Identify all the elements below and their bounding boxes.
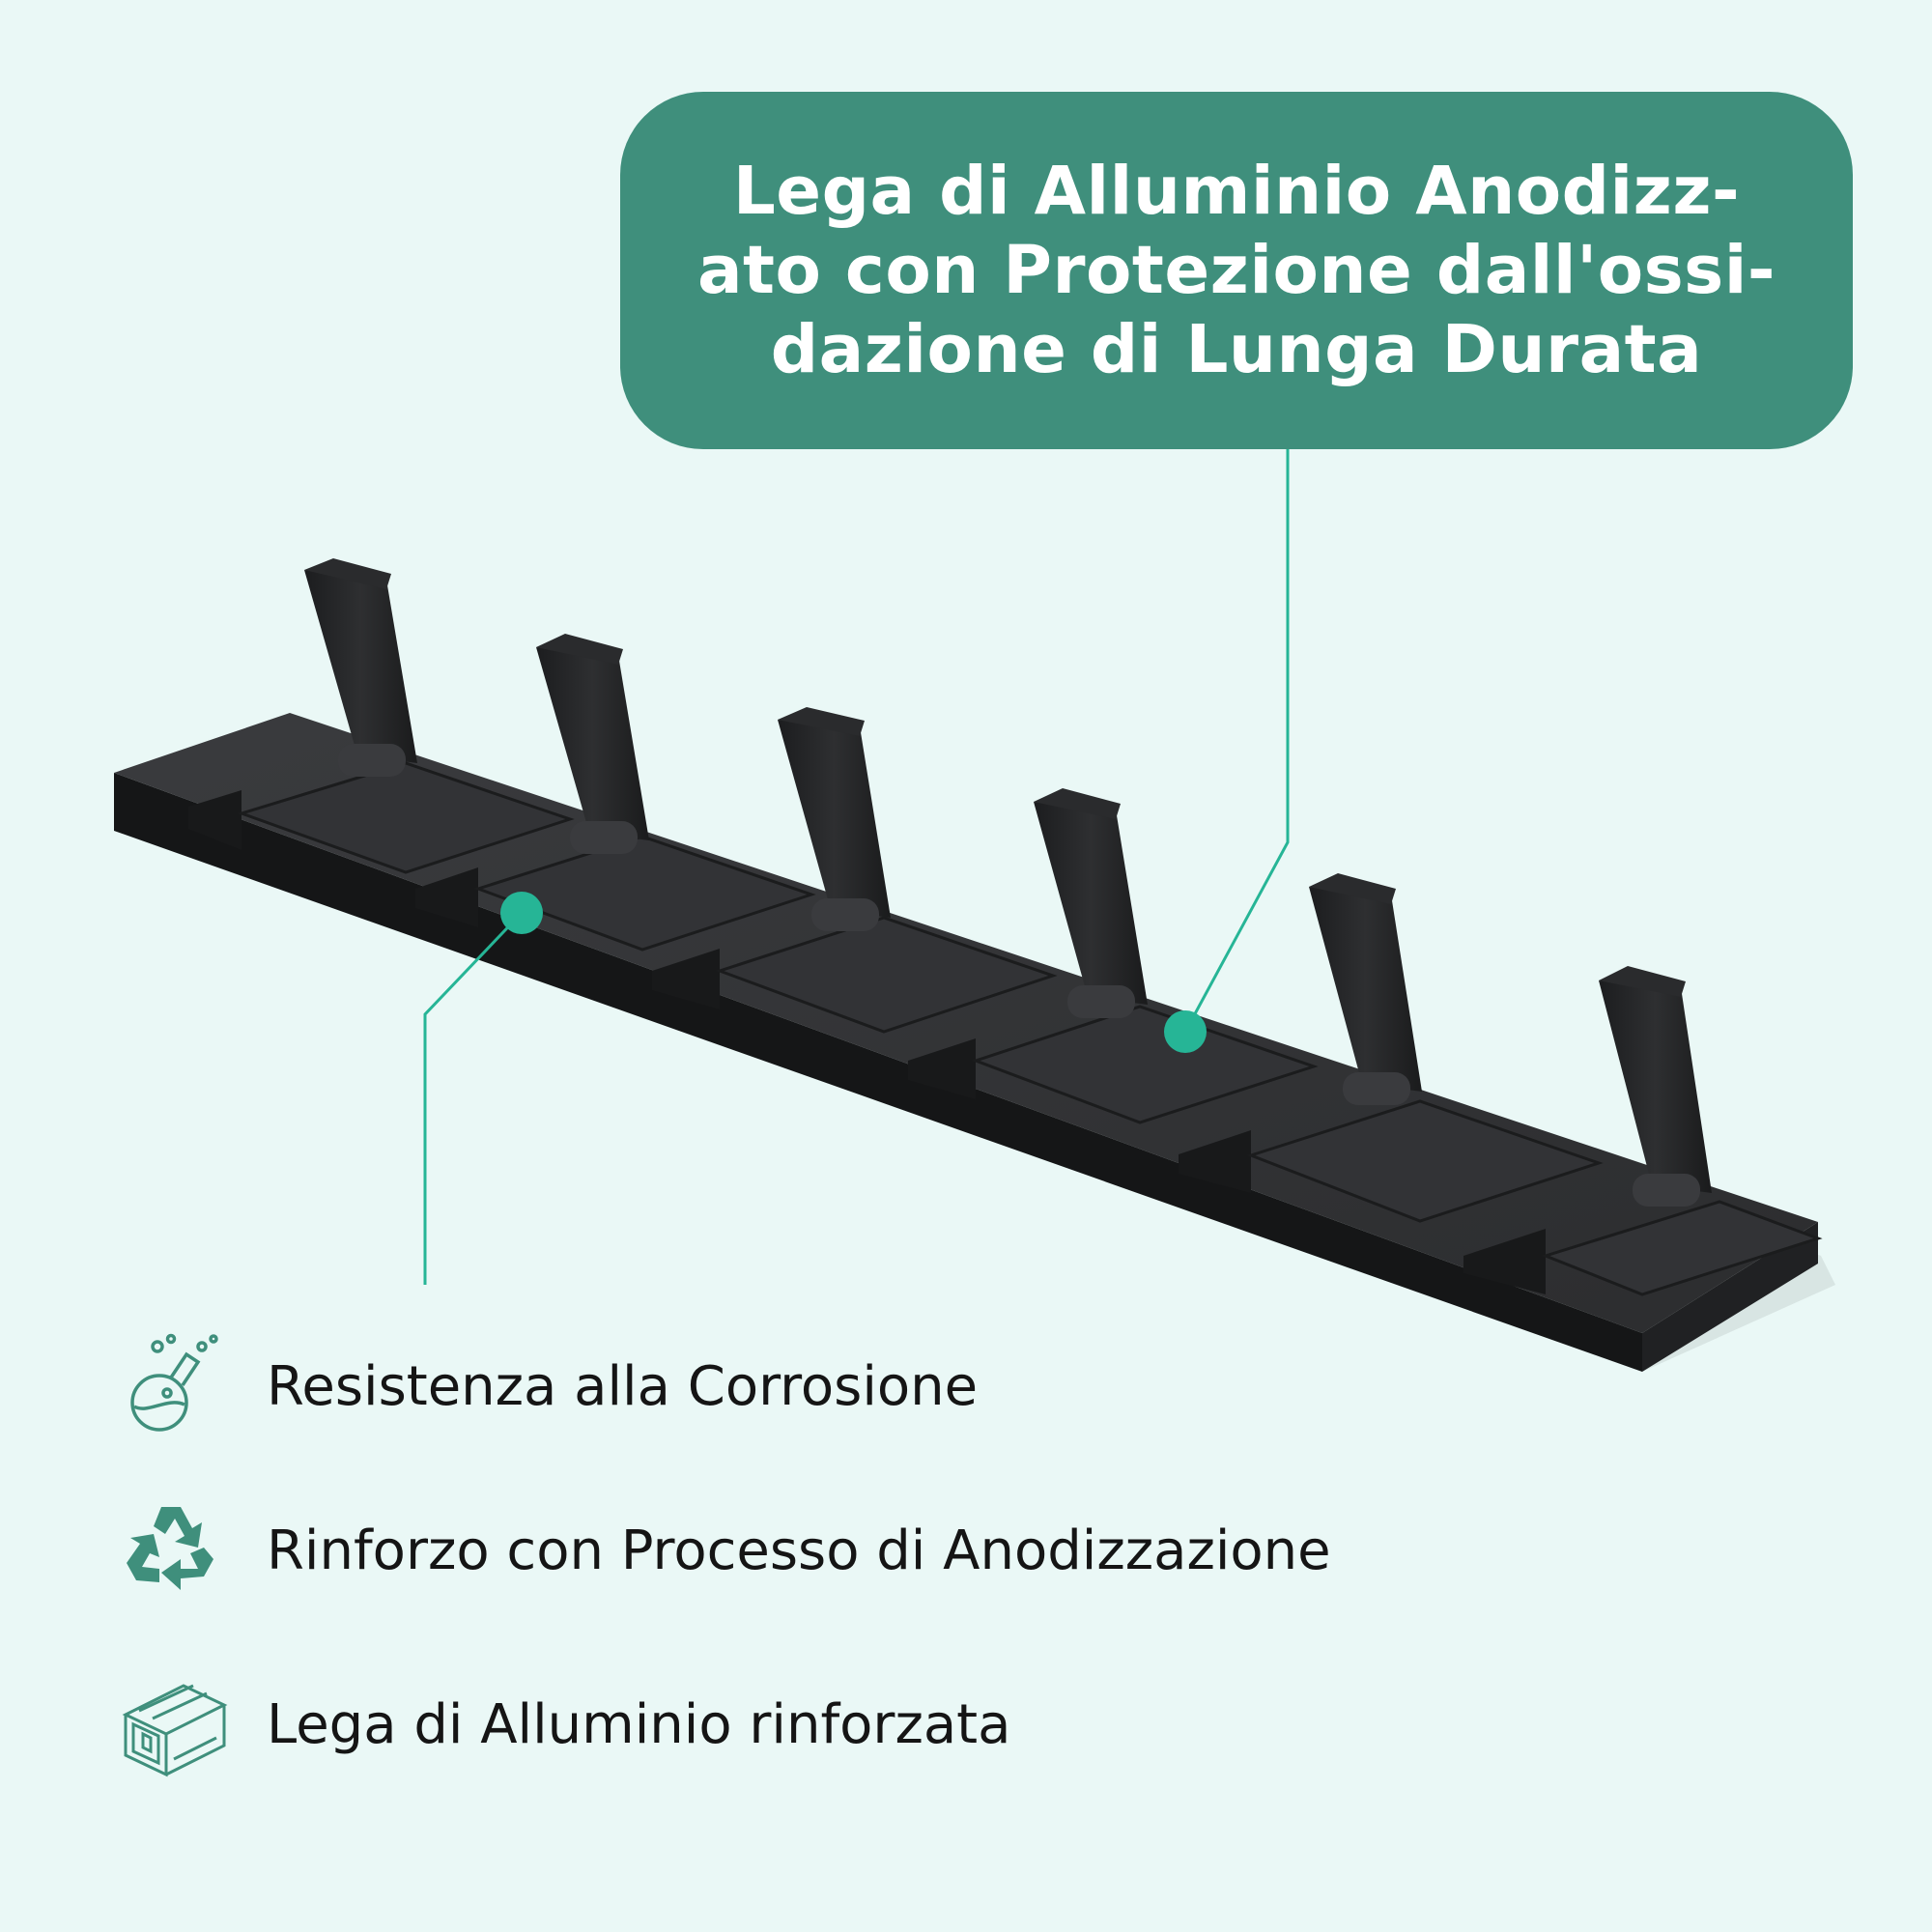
feature-marker-dot: [500, 892, 543, 934]
callout-line-1: Lega di Alluminio Anodizz-: [732, 153, 1741, 230]
callout-bubble: Lega di Alluminio Anodizz- ato con Prote…: [620, 92, 1853, 449]
callout-line-3: dazione di Lunga Durata: [770, 311, 1703, 388]
feature-connector-line: [423, 911, 524, 1285]
callout-marker-dot: [1164, 1010, 1207, 1053]
callout-connector-line: [1183, 449, 1290, 1033]
callout-line-2: ato con Protezione dall'ossi-: [696, 232, 1776, 309]
callout-title: Lega di Alluminio Anodizz- ato con Prote…: [697, 152, 1776, 389]
hook-set: [304, 558, 1712, 1207]
